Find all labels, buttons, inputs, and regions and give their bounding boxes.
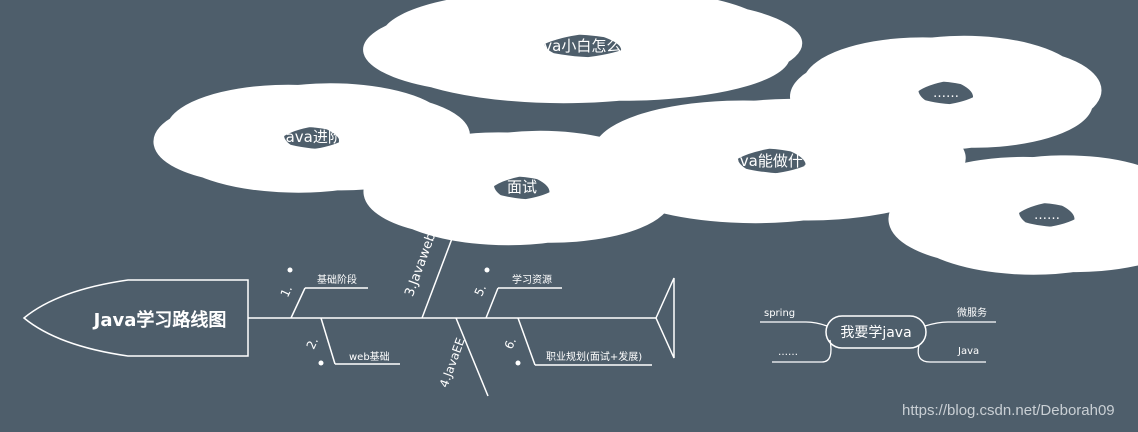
cloud-label: 面试 [507,178,537,196]
bullet-dot [318,360,324,366]
mindmap-branch-top-right [924,321,996,327]
bullet-dot [287,267,293,273]
cloud-label: …… [933,86,959,101]
bone-1: 1. 基础阶段 [278,267,368,319]
bone-5: 5. 学习资源 [472,267,562,319]
fish-tail [655,277,675,359]
cloud-ellipsis-top: …… [882,70,1010,115]
watermark: https://blog.csdn.net/Deborah09 [902,402,1115,419]
cloud-label: …… [1034,208,1060,223]
bullet-dot [484,267,490,273]
fish-head [22,279,249,357]
mindmap-branch-bottom-right [917,344,986,363]
cloud-label: Java能做什么 [725,152,818,170]
bone-label: web基础 [349,350,390,363]
bone-label: 职业规划(面试+发展) [546,350,642,363]
fishbone-diagram: Java学习路线图 1. 基础阶段 2. web基础 3.Javaweb 4 [22,227,675,397]
mindmap-center-node [825,315,927,349]
mindmap-branch-label: 微服务 [957,306,987,319]
bone-6: 6. 职业规划(面试+发展) [502,317,652,366]
mindmap-center-label: 我要学java [840,325,911,341]
bone-4: 4.JavaEE [437,317,489,397]
bullet-dot [515,360,521,366]
bone-3: 3.Javaweb [402,227,457,319]
bone-label: 4.JavaEE [437,336,468,390]
fish-head-title: Java学习路线图 [92,309,227,331]
bone-number: 6. [502,335,520,351]
cloud-interview: 面试 [456,165,587,210]
bone-label: 学习资源 [512,273,552,286]
mindmap-branch-top-left [760,321,828,327]
cloud-java-advanced: Java进阶 [246,116,377,159]
cloud-ellipsis-right: …… [981,191,1112,238]
cloud-java-how-to-learn: Java小白怎么学 [492,23,673,68]
bone-number: 5. [472,282,490,298]
bone-number: 1. [278,283,296,299]
bone-2: 2. web基础 [304,317,400,366]
mindmap-branch-bottom-left [772,339,832,363]
bone-label: 基础阶段 [317,273,357,286]
mindmap: 我要学java spring …… 微服务 Java [760,306,996,363]
mindmap-branch-label: …… [778,347,798,358]
cloud-label: Java进阶 [280,128,343,146]
mindmap-branch-label: spring [764,308,795,319]
mindmap-branch-label: Java [957,346,979,357]
cloud-label: Java小白怎么学 [529,37,637,55]
cloud-java-what-can-do: Java能做什么 [692,136,852,185]
bone-number: 2. [304,335,322,351]
